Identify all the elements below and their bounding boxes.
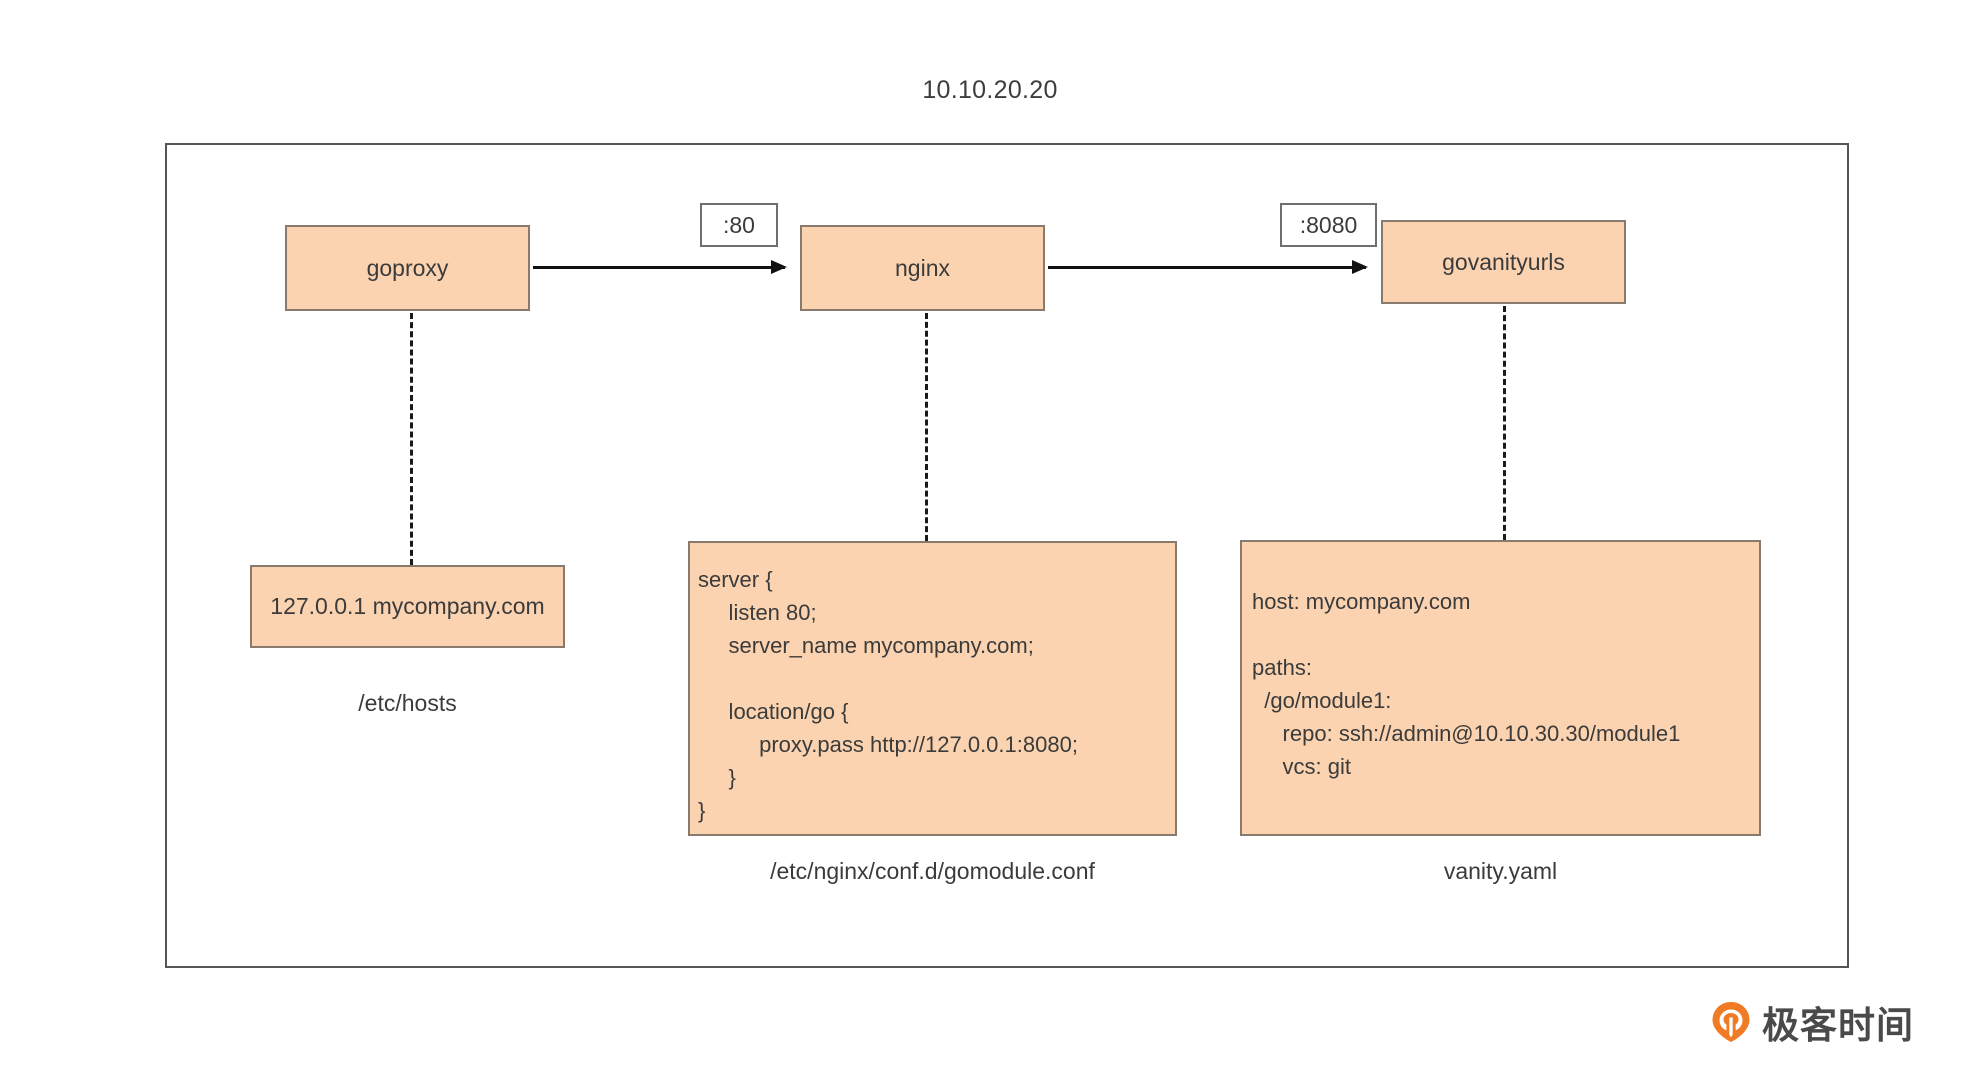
node-goproxy-label: goproxy xyxy=(366,254,449,281)
file-box-vanity-yaml-content: host: mycompany.com paths: /go/module1: … xyxy=(1252,589,1681,779)
node-govanityurls-label: govanityurls xyxy=(1442,248,1565,275)
node-nginx-label: nginx xyxy=(895,254,950,281)
port-label-80: :80 xyxy=(700,203,778,247)
dashed-connector-nginx-conf xyxy=(925,313,928,541)
port-label-8080: :8080 xyxy=(1280,203,1377,247)
file-box-hosts[interactable]: 127.0.0.1 mycompany.com xyxy=(250,565,565,648)
file-box-nginx-conf[interactable]: server { listen 80; server_name mycompan… xyxy=(688,541,1177,836)
dashed-connector-goproxy-hosts xyxy=(410,313,413,565)
node-goproxy[interactable]: goproxy xyxy=(285,225,530,311)
node-nginx[interactable]: nginx xyxy=(800,225,1045,311)
file-caption-nginx-conf: /etc/nginx/conf.d/gomodule.conf xyxy=(770,858,1095,884)
file-caption-vanity-yaml: vanity.yaml xyxy=(1443,858,1558,884)
file-caption-hosts: /etc/hosts xyxy=(358,690,457,716)
dashed-connector-govanityurls-vanity xyxy=(1503,306,1506,540)
port-label-80-text: :80 xyxy=(723,211,755,238)
file-box-nginx-conf-content: server { listen 80; server_name mycompan… xyxy=(698,567,1078,823)
port-label-8080-text: :8080 xyxy=(1299,211,1358,238)
file-box-vanity-yaml[interactable]: host: mycompany.com paths: /go/module1: … xyxy=(1240,540,1761,836)
arrow-nginx-to-govanityurls xyxy=(1048,260,1368,274)
node-govanityurls[interactable]: govanityurls xyxy=(1381,220,1626,304)
watermark: 极客时间 xyxy=(1710,995,1914,1049)
watermark-text: 极客时间 xyxy=(1762,1004,1914,1047)
diagram-title: 10.10.20.20 xyxy=(922,76,1058,104)
geektime-pin-logo-icon xyxy=(1710,1001,1752,1043)
arrow-goproxy-to-nginx xyxy=(533,260,787,274)
file-box-hosts-content: 127.0.0.1 mycompany.com xyxy=(270,593,545,619)
